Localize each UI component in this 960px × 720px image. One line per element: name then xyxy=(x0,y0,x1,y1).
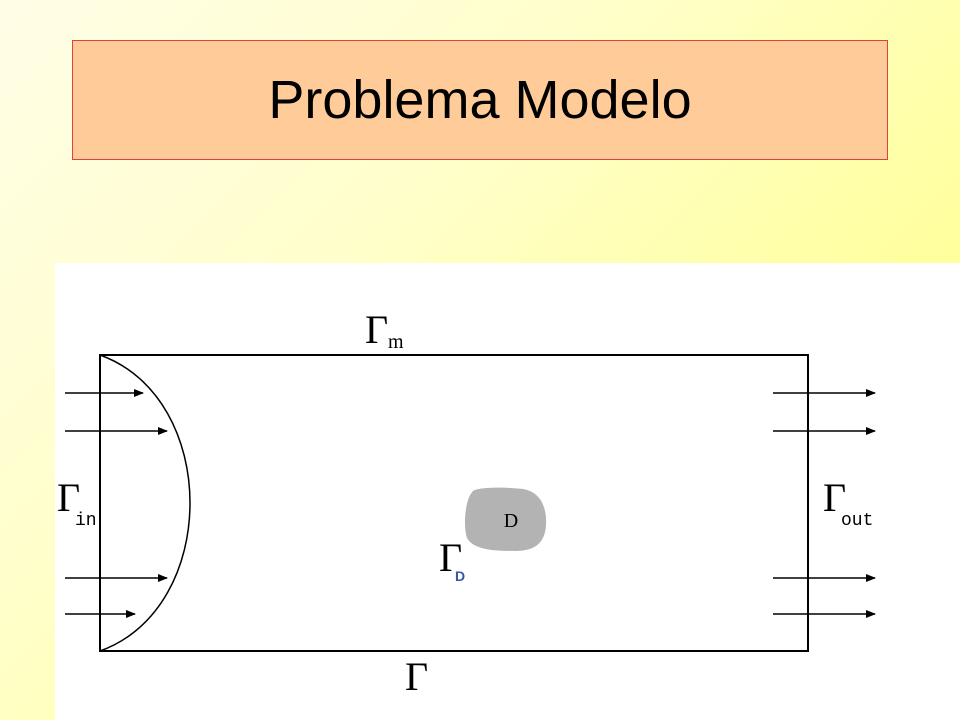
gamma-out-subscript: out xyxy=(841,511,873,531)
title-box: Problema Modelo xyxy=(72,40,888,160)
gamma-in-symbol: Γ xyxy=(57,475,80,520)
gamma-d-symbol: Γ xyxy=(439,535,462,580)
slide-title: Problema Modelo xyxy=(268,70,692,130)
gamma-bottom-symbol: Γ xyxy=(405,654,428,699)
obstacle-label: D xyxy=(504,510,518,532)
inflow-profile-curve xyxy=(99,354,191,652)
gamma-d-subscript: D xyxy=(455,568,465,584)
gamma-in-subscript: in xyxy=(75,511,97,531)
domain-figure: D Γ m Γ in Γ out Γ D Γ xyxy=(55,263,960,720)
inflow-arrows xyxy=(65,389,168,618)
obstacle-shape xyxy=(465,487,547,551)
outflow-arrows xyxy=(773,389,876,618)
gamma-m-subscript: m xyxy=(388,331,404,353)
domain-rectangle xyxy=(99,354,809,652)
gamma-out-symbol: Γ xyxy=(823,475,846,520)
gamma-m-symbol: Γ xyxy=(365,307,388,352)
domain-diagram: D Γ m Γ in Γ out Γ D Γ xyxy=(57,307,876,699)
